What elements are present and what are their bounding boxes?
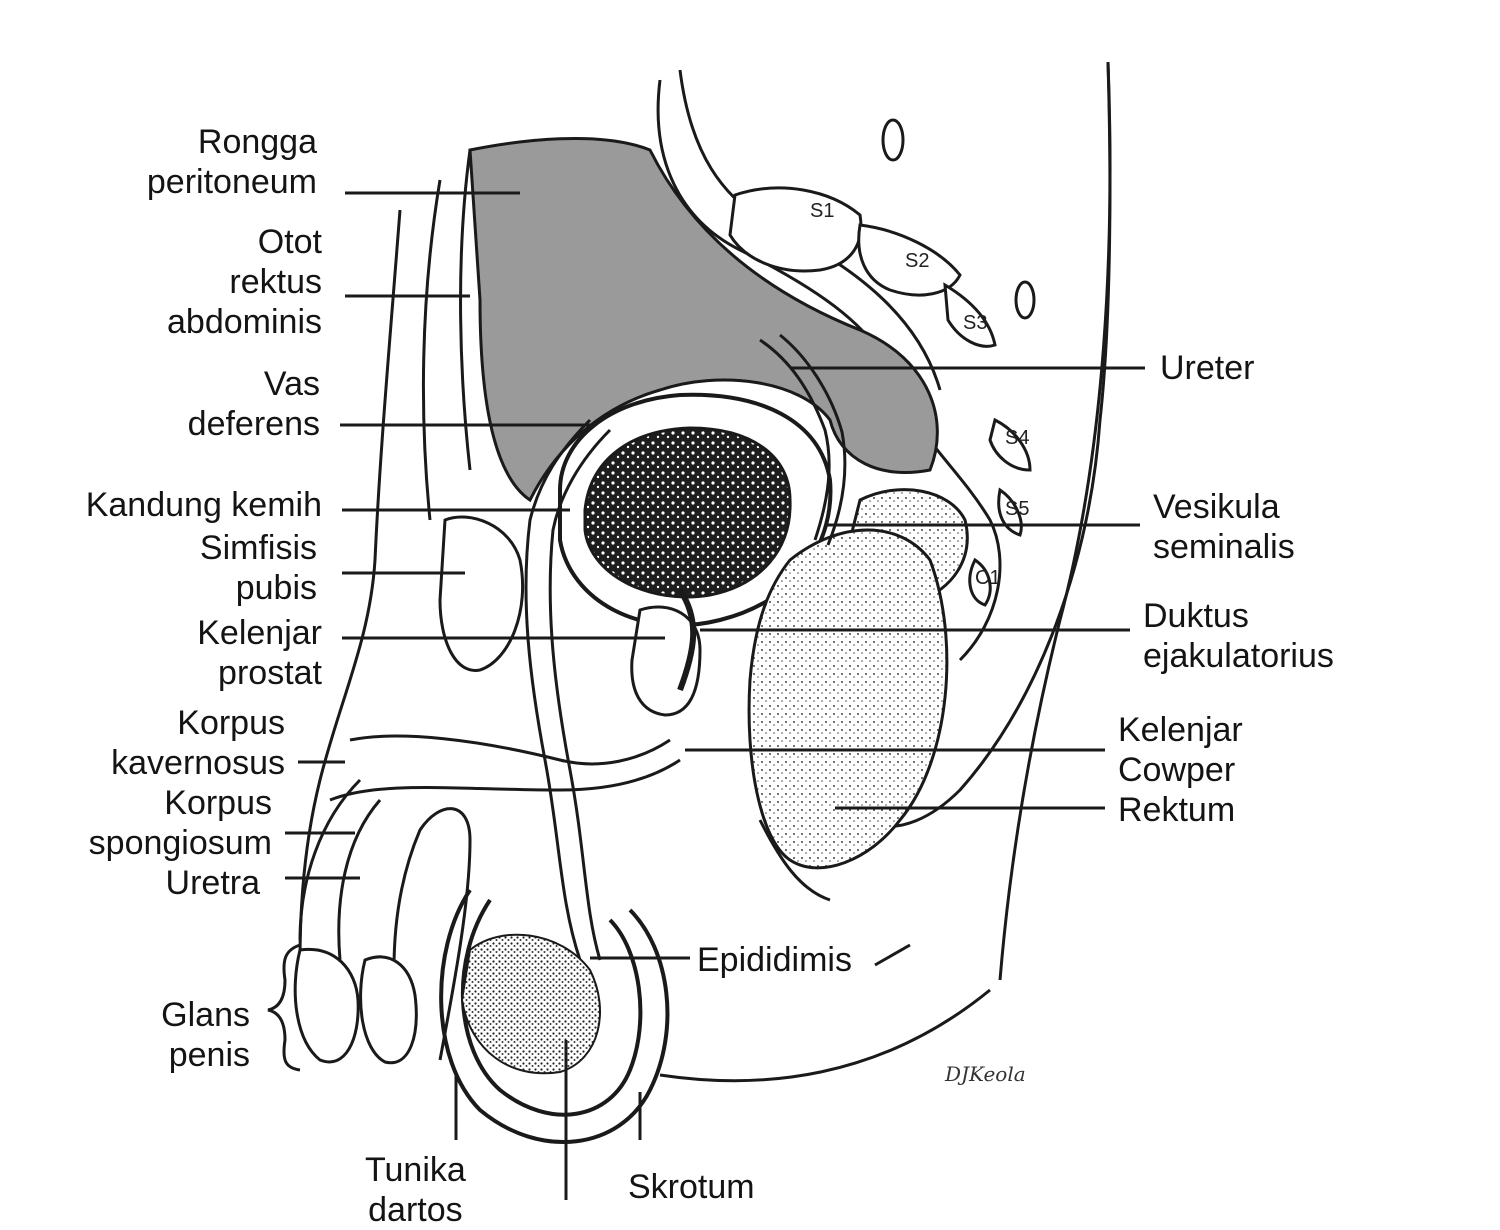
vertebra-label-s5: S5 [1005, 498, 1030, 520]
pubic-symphysis [438, 515, 525, 672]
label-glans-penis: Glans penis [161, 996, 250, 1074]
prostate [630, 588, 702, 717]
label-korpus-kavernosus: Korpus kavernosus [111, 704, 285, 782]
vertebra-label-s4: S4 [1005, 427, 1030, 449]
peritoneal-cavity [468, 136, 939, 503]
label-vesikula-seminalis: Vesikula seminalis [1153, 488, 1295, 566]
label-korpus-spongiosum: Korpus spongiosum [88, 784, 272, 862]
label-rongga-peritoneum: Rongga peritoneum [146, 123, 317, 201]
label-tunika-dartos: Tunika dartos [365, 1151, 466, 1229]
label-otot-rektus-abdominis: Otot rektus abdominis [167, 223, 322, 341]
testis [460, 933, 601, 1075]
label-kelenjar-prostat: Kelenjar prostat [197, 614, 322, 692]
vertebra-label-s2: S2 [905, 250, 930, 272]
artist-signature: DJKeola [945, 1062, 1026, 1086]
bladder [558, 392, 833, 628]
vertebra-label-s3: S3 [963, 312, 988, 334]
label-simfisis-pubis: Simfisis pubis [199, 529, 317, 607]
urethra-vas [298, 333, 847, 1061]
label-duktus-ejakulatorius: Duktus ejakulatorius [1143, 597, 1334, 675]
leader-lines [267, 191, 1145, 1200]
label-ureter: Ureter [1160, 349, 1255, 387]
sacrum-vertebrae [728, 118, 1036, 607]
vertebra-label-s1: S1 [810, 200, 835, 222]
rectum [747, 528, 949, 902]
label-uretra: Uretra [165, 864, 260, 902]
label-skrotum: Skrotum [628, 1168, 755, 1206]
glans [293, 947, 418, 1065]
label-kelenjar-cowper: Kelenjar Cowper [1118, 711, 1243, 789]
anatomy-diagram [267, 61, 1145, 1200]
label-vas-deferens: Vas deferens [187, 365, 320, 443]
vertebra-label-c1: C1 [975, 567, 1001, 589]
label-rektum: Rektum [1118, 791, 1236, 829]
label-epididimis: Epididimis [697, 941, 852, 979]
label-kandung-kemih: Kandung kemih [85, 486, 322, 524]
